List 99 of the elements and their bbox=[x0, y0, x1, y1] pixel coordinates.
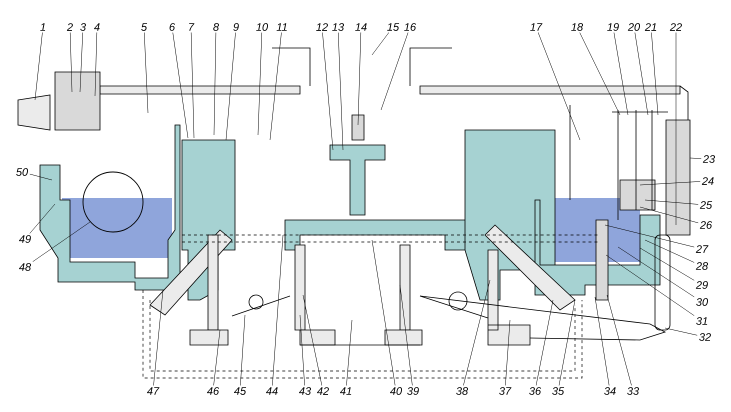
callout-number: 29 bbox=[696, 281, 708, 289]
leader-line bbox=[346, 320, 352, 386]
callout-number: 16 bbox=[404, 23, 416, 31]
callout-number: 45 bbox=[234, 387, 246, 395]
callout-number: 21 bbox=[644, 23, 656, 31]
callout-number: 47 bbox=[146, 387, 160, 395]
callout-number: 1 bbox=[40, 23, 46, 31]
leader-line bbox=[538, 32, 580, 140]
leader-line bbox=[144, 32, 148, 114]
callout-number: 8 bbox=[213, 23, 219, 31]
leader-line bbox=[640, 248, 694, 281]
leader-line bbox=[606, 254, 694, 316]
leader-line bbox=[270, 32, 282, 140]
callout-number: 40 bbox=[390, 387, 402, 395]
callout-number: 12 bbox=[316, 23, 328, 31]
callout-number: 19 bbox=[607, 23, 619, 31]
leader-line bbox=[372, 32, 390, 56]
leader-line bbox=[172, 32, 188, 138]
callout-number: 33 bbox=[627, 387, 639, 395]
callout-number: 39 bbox=[407, 387, 419, 395]
leader-line bbox=[644, 200, 698, 205]
leader-line bbox=[664, 328, 698, 336]
callout-number: 30 bbox=[696, 298, 708, 306]
callout-number: 38 bbox=[456, 387, 468, 395]
leader-line bbox=[579, 32, 620, 116]
leader-line bbox=[690, 158, 702, 159]
callout-number: 28 bbox=[696, 262, 708, 270]
leader-line bbox=[30, 174, 52, 180]
leader-line bbox=[153, 290, 164, 386]
callout-number: 25 bbox=[700, 201, 712, 209]
callout-number: 48 bbox=[18, 263, 32, 271]
callout-number: 35 bbox=[552, 387, 564, 395]
leader-line bbox=[300, 314, 305, 386]
callout-number: 2 bbox=[66, 23, 73, 31]
leader-line bbox=[505, 320, 510, 386]
callout-number: 23 bbox=[702, 155, 715, 163]
callout-number: 34 bbox=[604, 387, 616, 395]
leader-line bbox=[258, 32, 262, 136]
leader-line bbox=[272, 234, 284, 386]
leader-line bbox=[240, 314, 246, 386]
callout-number: 32 bbox=[699, 333, 711, 341]
callout-number: 6 bbox=[170, 23, 176, 31]
leader-line bbox=[558, 300, 576, 386]
callout-number: 5 bbox=[141, 23, 148, 31]
leader-line bbox=[358, 32, 362, 126]
callout-number: 49 bbox=[18, 235, 31, 243]
callout-number: 11 bbox=[276, 23, 287, 31]
callout-number: 18 bbox=[571, 23, 584, 31]
callout-number: 26 bbox=[700, 221, 712, 229]
callout-number: 13 bbox=[332, 23, 344, 31]
leader-line bbox=[606, 294, 632, 386]
callout-number: 50 bbox=[16, 168, 28, 176]
callout-number: 44 bbox=[266, 387, 278, 395]
callout-number: 46 bbox=[206, 387, 220, 395]
leader-line bbox=[644, 240, 694, 263]
callout-number: 27 bbox=[696, 245, 708, 253]
leader-line bbox=[594, 296, 610, 386]
leader-line bbox=[640, 181, 700, 186]
callout-number: 37 bbox=[499, 387, 512, 395]
leader-line bbox=[213, 330, 220, 386]
leader-line bbox=[463, 280, 490, 386]
callout-number: 42 bbox=[316, 387, 329, 395]
leader-line bbox=[640, 206, 698, 224]
leader-line bbox=[32, 222, 90, 262]
callout-number: 15 bbox=[387, 23, 400, 31]
callout-number: 20 bbox=[628, 23, 640, 31]
leader-line bbox=[30, 204, 56, 234]
callout-number: 3 bbox=[80, 23, 86, 31]
callout-number: 43 bbox=[298, 387, 311, 395]
leader-line bbox=[618, 246, 694, 298]
callout-number: 17 bbox=[530, 23, 542, 31]
leader-line bbox=[302, 294, 322, 386]
callout-number: 4 bbox=[94, 23, 100, 31]
leader-line bbox=[214, 32, 216, 136]
leader-line bbox=[651, 32, 658, 116]
leader-line bbox=[70, 32, 72, 92]
leader-line bbox=[34, 32, 43, 100]
leader-line bbox=[322, 32, 334, 150]
callout-number: 9 bbox=[233, 23, 239, 31]
callout-number: 31 bbox=[696, 317, 708, 325]
leader-line bbox=[94, 32, 98, 96]
leader-line bbox=[372, 240, 396, 386]
leader-line bbox=[634, 32, 648, 116]
leader-line bbox=[400, 284, 413, 386]
leader-line bbox=[226, 32, 236, 140]
leader-line bbox=[614, 32, 628, 116]
callout-number: 36 bbox=[529, 387, 542, 395]
callout-number: 22 bbox=[670, 23, 682, 31]
callout-number: 24 bbox=[702, 177, 714, 185]
leader-line bbox=[536, 300, 554, 386]
leader-line bbox=[604, 224, 694, 248]
callout-number: 14 bbox=[355, 23, 367, 31]
leader-line bbox=[338, 32, 344, 150]
leader-line bbox=[190, 32, 194, 138]
callout-number: 7 bbox=[189, 23, 194, 31]
callout-number: 41 bbox=[340, 387, 352, 395]
callout-number: 10 bbox=[256, 23, 268, 31]
leader-line bbox=[380, 32, 408, 110]
leader-line bbox=[80, 32, 83, 92]
